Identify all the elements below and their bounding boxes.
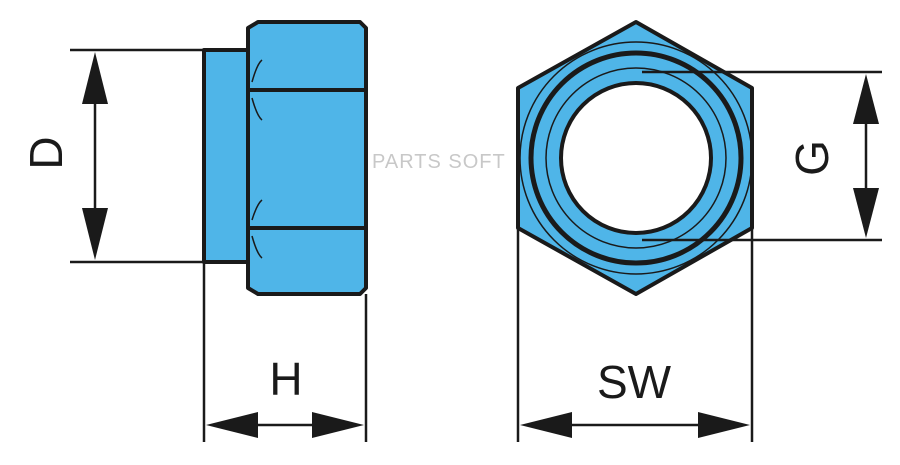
d-arrow-top (82, 52, 108, 104)
side-chamfer-top (251, 59, 263, 121)
g-arrow-bottom (853, 188, 879, 238)
front-thread-outer (519, 41, 753, 275)
front-thread-inner (545, 67, 727, 249)
front-washer-ring (528, 50, 744, 266)
g-label: G (786, 140, 838, 176)
h-arrow-left (206, 412, 258, 438)
h-label: H (269, 353, 302, 405)
h-arrow-right (312, 412, 364, 438)
sw-arrow-left (520, 412, 572, 438)
side-collar (202, 48, 250, 264)
sw-arrow-right (698, 412, 750, 438)
side-hex-body (246, 20, 368, 296)
d-label: D (20, 136, 72, 169)
side-chamfer-bottom (251, 199, 263, 259)
side-view: D H (20, 20, 368, 442)
watermark: PARTS SOFT (372, 151, 506, 173)
g-arrow-top (853, 74, 879, 124)
d-arrow-bottom (82, 208, 108, 260)
front-bore (559, 81, 713, 235)
sw-label: SW (597, 356, 672, 408)
front-view: G SW (516, 20, 882, 442)
